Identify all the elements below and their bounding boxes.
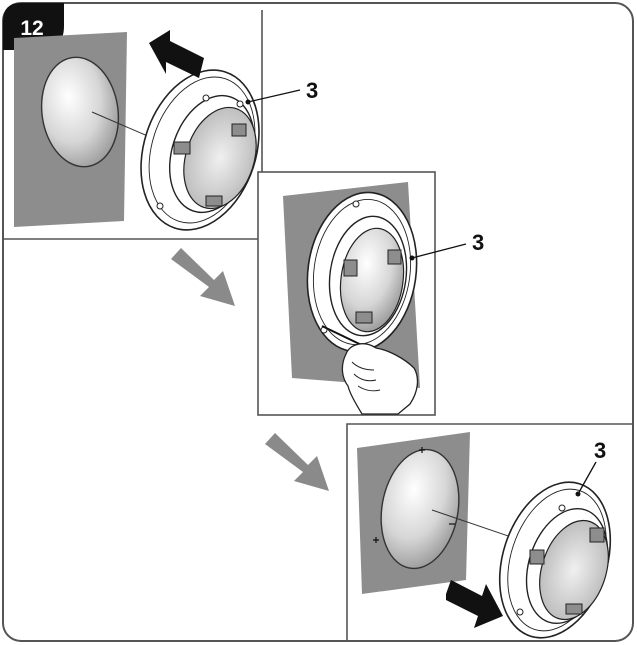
panel-3: 3	[346, 423, 633, 641]
gray-arrow-diagonal-icon	[171, 248, 235, 306]
panel-2: 3	[257, 171, 484, 416]
panel-1: 3	[3, 10, 318, 240]
flange-ring-2	[306, 191, 418, 353]
black-arrow-left-icon	[149, 30, 204, 78]
gray-arrow-diagonal-icon-2	[265, 433, 329, 491]
flange-ring-3	[498, 481, 612, 639]
wall-hole-1	[40, 56, 120, 168]
step-number: 12	[20, 17, 43, 40]
screwdriver-hand-icon	[341, 343, 419, 415]
flange-ring-1	[140, 69, 260, 231]
callout-label-panel3: 3	[594, 438, 606, 463]
black-arrow-right-icon	[446, 580, 503, 628]
wall-hole-3	[380, 448, 460, 570]
callout-label-panel2: 3	[472, 230, 484, 255]
callout-label-panel1: 3	[306, 78, 318, 103]
